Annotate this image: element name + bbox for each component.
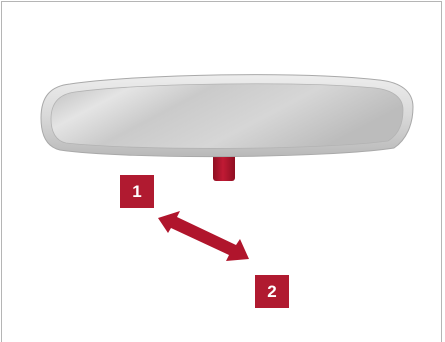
callout-badge-2: 2 — [255, 275, 289, 308]
mirror-glass — [51, 84, 403, 149]
callout-badge-1: 1 — [120, 175, 154, 208]
double-headed-arrow-icon — [158, 211, 249, 261]
